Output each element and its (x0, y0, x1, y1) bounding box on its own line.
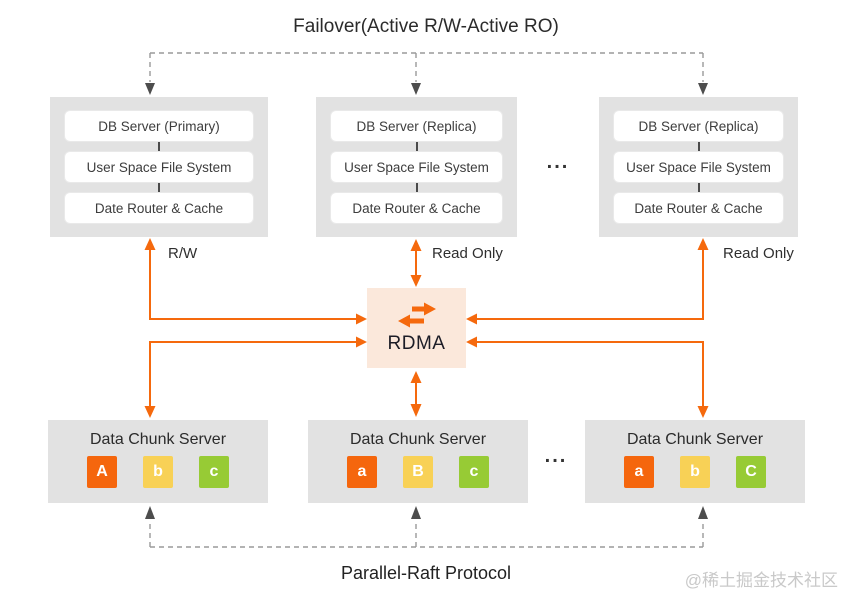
chunk-chip: a (347, 456, 377, 488)
up-arrowhead-icon (698, 506, 708, 519)
raft-dashed-connector (145, 506, 708, 548)
failover-title: Failover(Active R/W-Active RO) (293, 16, 559, 37)
chunk-chip: b (143, 456, 173, 488)
up-arrowhead-icon (697, 238, 709, 250)
chunk-server-title: Data Chunk Server (349, 431, 487, 448)
more-chunk-servers-ellipsis: ... (544, 445, 568, 467)
data-chunk-server-card-3: Data Chunk Server a b C (585, 420, 805, 503)
row-connector (158, 142, 160, 151)
down-arrowhead-icon (410, 404, 422, 417)
rdma-label: RDMA (387, 333, 446, 354)
row-connector (697, 142, 700, 151)
chunk-chip: A (87, 456, 117, 488)
watermark: @稀土掘金技术社区 (684, 571, 838, 590)
up-arrowhead-icon (410, 239, 422, 251)
router-cache-row: Date Router & Cache (613, 192, 784, 224)
chunk-chip: B (403, 456, 433, 488)
read-only-label: Read Only (723, 245, 794, 262)
router-cache-row: Date Router & Cache (330, 192, 503, 224)
up-arrowhead-icon (411, 506, 421, 519)
left-arrowhead-icon (466, 336, 477, 348)
down-arrowhead-icon (145, 83, 155, 95)
file-system-row: User Space File System (330, 151, 503, 183)
chunk-chip: C (736, 456, 766, 488)
chunk-chip-row: A b c (48, 456, 268, 488)
db-server-row: DB Server (Primary) (64, 110, 254, 142)
chunk3-to-rdma-line (477, 341, 704, 406)
down-arrowhead-icon (410, 275, 422, 287)
file-system-row: User Space File System (613, 151, 784, 183)
chunk-chip: a (624, 456, 654, 488)
chunk-chip: b (680, 456, 710, 488)
up-arrowhead-icon (144, 238, 156, 250)
db-server-card-replica-1: DB Server (Replica) User Space File Syst… (316, 97, 517, 237)
right-arrowhead-icon (356, 313, 367, 325)
failover-dashed-connector (145, 52, 708, 95)
db-server-row: DB Server (Replica) (613, 110, 784, 142)
row-connector (697, 183, 700, 192)
up-arrowhead-icon (145, 506, 155, 519)
read-only-label: Read Only (432, 245, 503, 262)
down-arrowhead-icon (144, 406, 156, 418)
row-connector (158, 183, 160, 192)
up-arrowhead-icon (410, 371, 422, 383)
router-cache-row: Date Router & Cache (64, 192, 254, 224)
file-system-row: User Space File System (64, 151, 254, 183)
chunk-chip: c (199, 456, 229, 488)
parallel-raft-label: Parallel-Raft Protocol (340, 563, 512, 583)
row-connector (415, 183, 418, 192)
chunk-chip-row: a b C (585, 456, 805, 488)
chunk-server-title: Data Chunk Server (89, 431, 227, 448)
db-server-card-replica-2: DB Server (Replica) User Space File Syst… (599, 97, 798, 237)
left-arrowhead-icon (466, 313, 477, 325)
row-connector (415, 142, 418, 151)
chunk-chip-row: a B c (308, 456, 528, 488)
db-server-card-primary: DB Server (Primary) User Space File Syst… (50, 97, 268, 237)
down-arrowhead-icon (411, 83, 421, 95)
db-server-row: DB Server (Replica) (330, 110, 503, 142)
chunk-chip: c (459, 456, 489, 488)
down-arrowhead-icon (698, 83, 708, 95)
chunk-server-title: Data Chunk Server (626, 431, 764, 448)
rdma-hub: RDMA (367, 288, 466, 368)
right-arrowhead-icon (356, 336, 367, 348)
bidirectional-transfer-icon (397, 302, 436, 328)
chunk1-to-rdma-line (149, 341, 356, 406)
down-arrowhead-icon (697, 406, 709, 418)
data-chunk-server-card-2: Data Chunk Server a B c (308, 420, 528, 503)
more-db-servers-ellipsis: ... (546, 151, 570, 173)
replica2-to-rdma-line (477, 249, 704, 320)
rw-label: R/W (168, 245, 198, 262)
data-chunk-server-card-1: Data Chunk Server A b c (48, 420, 268, 503)
